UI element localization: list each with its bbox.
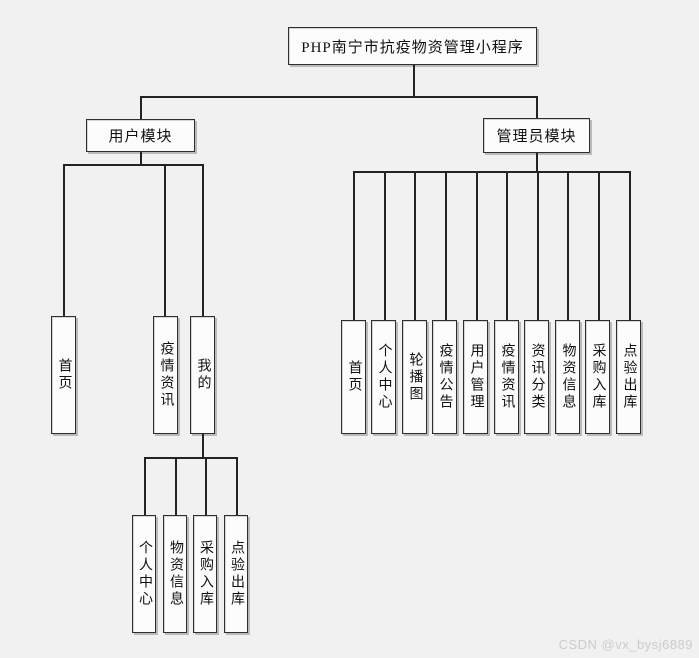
connector-line	[536, 96, 538, 118]
connector-line	[598, 171, 600, 320]
connector-line	[144, 457, 146, 515]
node-admin-user-management: 用户管理	[463, 320, 488, 434]
connector-line	[353, 171, 630, 173]
node-admin-material-info: 物资信息	[555, 320, 580, 434]
connector-line	[140, 152, 142, 164]
connector-line	[205, 457, 207, 515]
connector-line	[536, 153, 538, 171]
connector-line	[384, 171, 386, 320]
connector-line	[140, 96, 537, 98]
connector-line	[629, 171, 631, 320]
connector-line	[236, 457, 238, 515]
connector-line	[445, 171, 447, 320]
node-user-epidemic-news: 疫情资讯	[153, 316, 178, 434]
connector-line	[506, 171, 508, 320]
connector-line	[63, 164, 65, 316]
connector-line	[202, 164, 204, 316]
connector-line	[567, 171, 569, 320]
connector-line	[414, 171, 416, 320]
connector-line	[476, 171, 478, 320]
node-user-home: 首页	[51, 316, 76, 434]
node-mine-purchase-inbound: 采购入库	[193, 515, 217, 633]
connector-line	[413, 65, 415, 96]
csdn-watermark: CSDN @vx_bysj6889	[558, 637, 693, 652]
node-user-mine: 我的	[190, 316, 215, 434]
connector-line	[63, 164, 203, 166]
connector-line	[353, 171, 355, 320]
node-admin-home: 首页	[341, 320, 366, 434]
node-admin-module: 管理员模块	[483, 118, 590, 153]
node-admin-check-outbound: 点验出库	[616, 320, 641, 434]
node-admin-carousel: 轮播图	[402, 320, 427, 434]
connector-line	[140, 96, 142, 119]
connector-line	[175, 457, 177, 515]
connector-line	[202, 434, 204, 457]
node-admin-epidemic-notice: 疫情公告	[432, 320, 457, 434]
connector-line	[537, 171, 539, 320]
node-mine-check-outbound: 点验出库	[224, 515, 248, 633]
node-mine-material-info: 物资信息	[163, 515, 187, 633]
node-user-module: 用户模块	[86, 119, 195, 152]
node-admin-news-category: 资讯分类	[524, 320, 549, 434]
node-admin-personal-center: 个人中心	[371, 320, 396, 434]
connector-line	[144, 457, 237, 459]
node-admin-purchase-inbound: 采购入库	[585, 320, 610, 434]
node-mine-personal-center: 个人中心	[132, 515, 156, 633]
node-admin-epidemic-news: 疫情资讯	[494, 320, 519, 434]
root-node-title: PHP南宁市抗疫物资管理小程序	[288, 27, 537, 65]
connector-line	[164, 164, 166, 316]
